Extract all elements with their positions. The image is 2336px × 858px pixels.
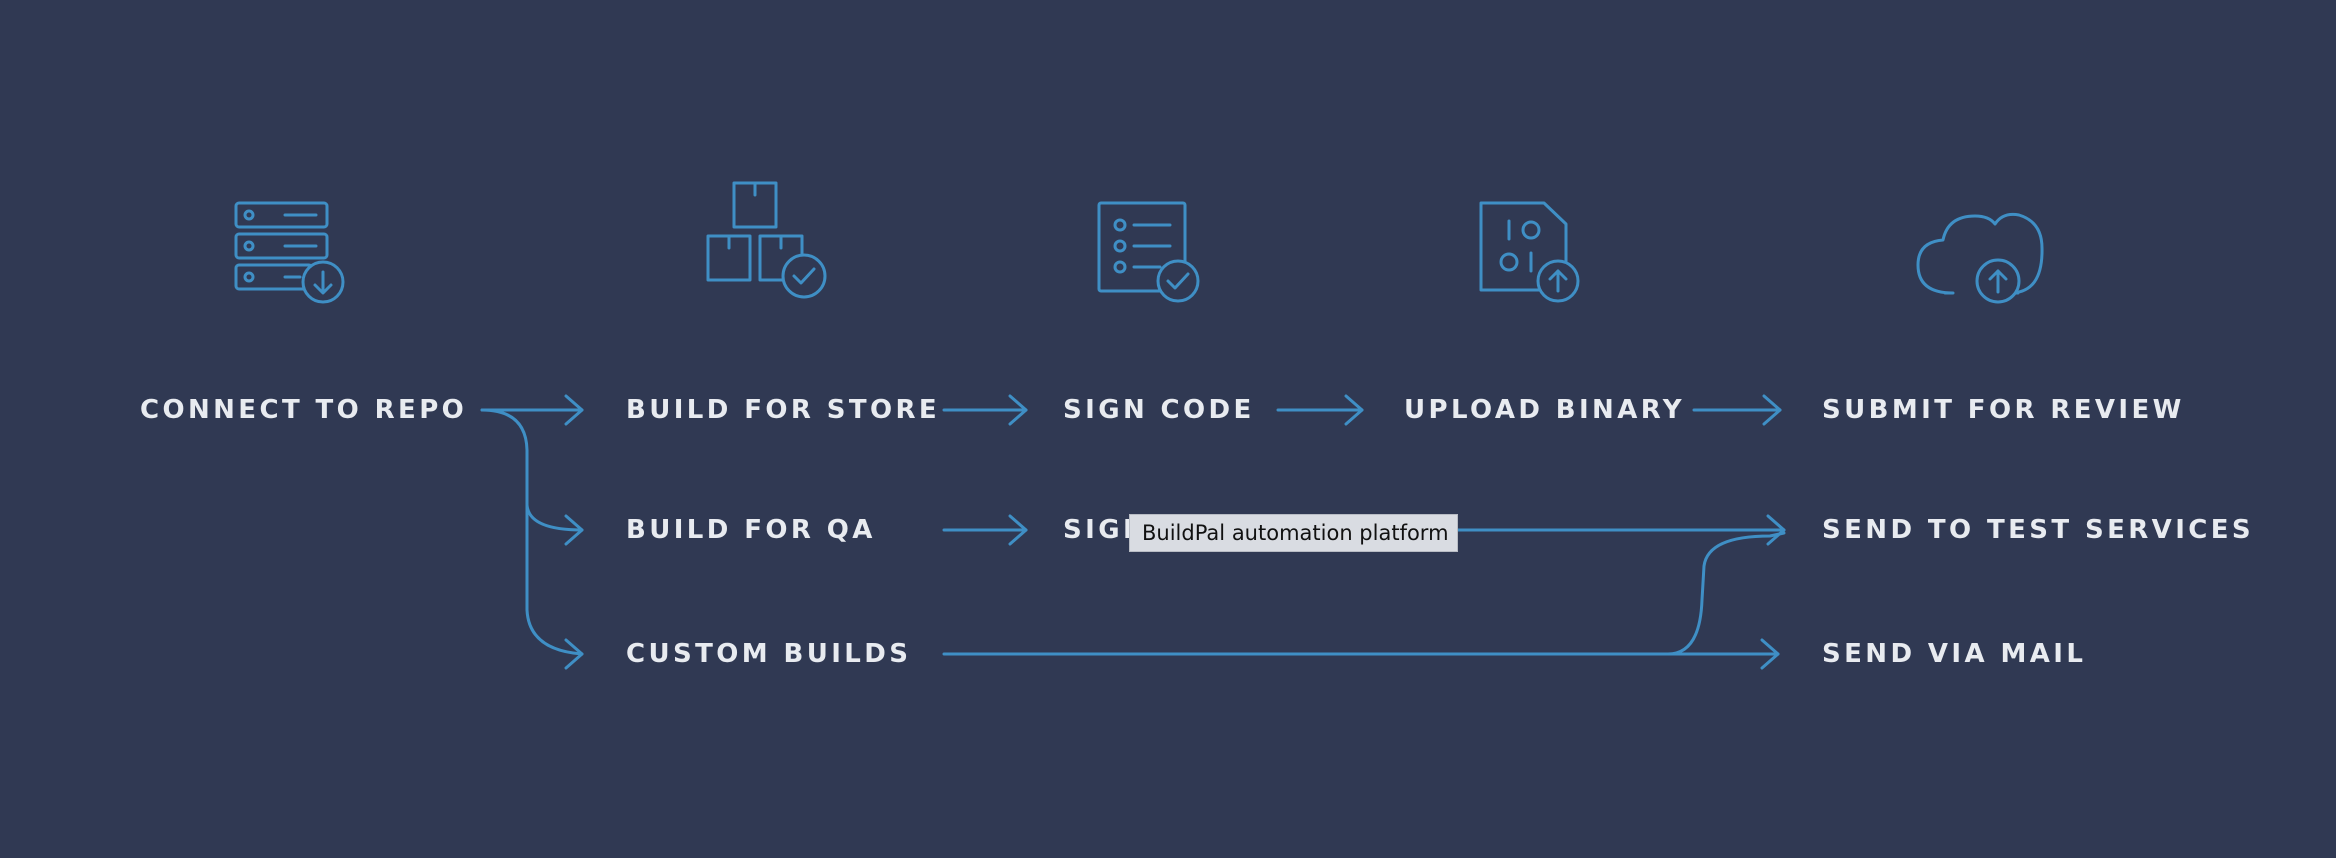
step-send-via-mail: SEND VIA MAIL [1822,639,2087,669]
branch-custom-builds-to-test-services [1666,531,1786,656]
branch-connect-to-custom-builds [525,503,584,670]
tooltip: BuildPal automation platform [1129,514,1458,552]
step-upload-binary: UPLOAD BINARY [1404,395,1685,425]
step-connect-to-repo: CONNECT TO REPO [140,395,468,425]
step-submit-for-review: SUBMIT FOR REVIEW [1822,395,2185,425]
step-sign-code: SIGN CODE [1063,395,1255,425]
arrow-upload-binary-to-submit-review [1692,394,1782,426]
arrow-build-qa-to-sign [942,514,1028,546]
step-custom-builds: CUSTOM BUILDS [626,639,912,669]
step-build-for-qa: BUILD FOR QA [626,515,876,545]
arrow-custom-builds-to-mail [942,638,1780,670]
arrow-connect-to-build-store [480,394,584,426]
arrow-sign-code-to-upload-binary [1276,394,1364,426]
branch-connect-to-build-qa [480,408,584,546]
step-send-to-test-services: SEND TO TEST SERVICES [1822,515,2255,545]
arrow-build-store-to-sign-code [942,394,1028,426]
arrow-sign-to-test-services [1456,514,1786,546]
step-build-for-store: BUILD FOR STORE [626,395,941,425]
